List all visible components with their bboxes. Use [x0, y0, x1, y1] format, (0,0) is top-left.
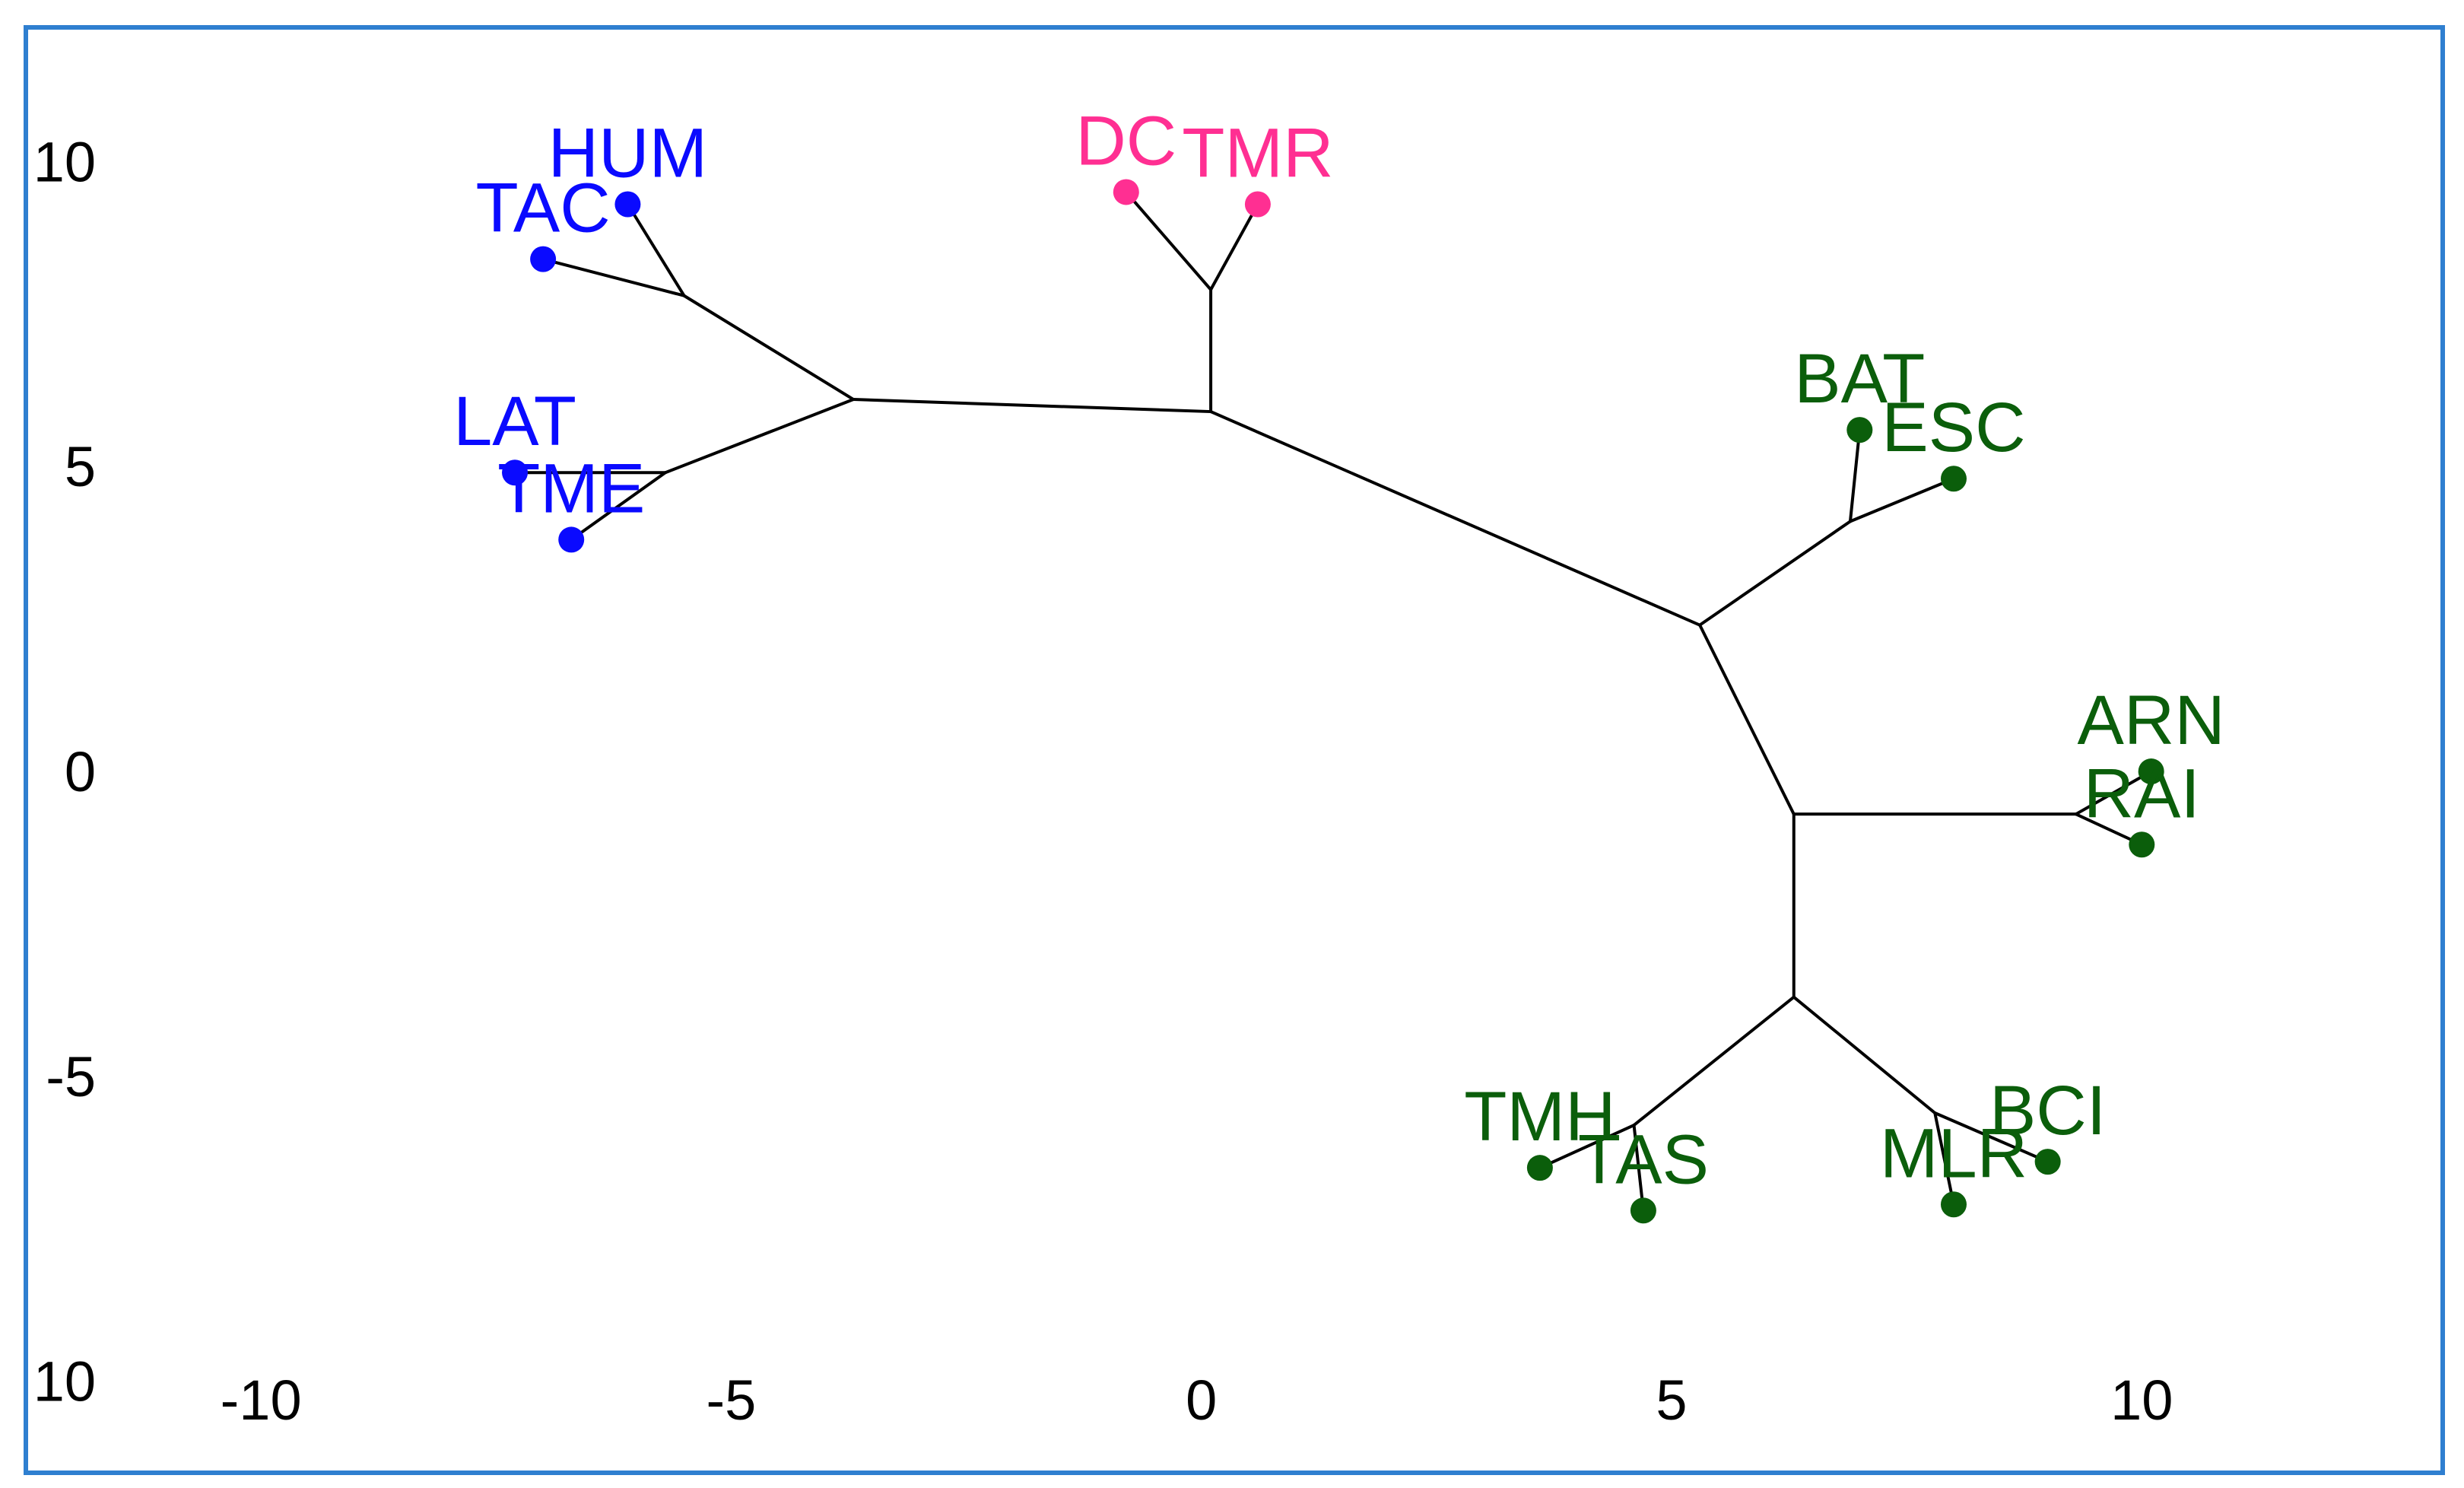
edge-n_arn_rai-ARN: [2074, 770, 2153, 816]
edge-n_hum_tac-HUM: [626, 202, 686, 297]
leaf-point-tme: [558, 526, 585, 553]
plot-frame: [24, 25, 2445, 1475]
leaf-label-arn: ARN: [2078, 682, 2225, 759]
y-tick-label: -5: [46, 1045, 96, 1108]
leaf-label-bat: BAT: [1794, 340, 1925, 418]
edge-n_center-n_right: [1209, 410, 1702, 627]
leaf-point-mlr: [1940, 1191, 1967, 1218]
y-tick-label: 10: [33, 1350, 96, 1413]
leaf-point-esc: [1940, 466, 1967, 492]
edge-n_blue-n_center: [852, 398, 1213, 414]
leaf-label-mlr: MLR: [1880, 1114, 2027, 1192]
leaf-label-dc: DC: [1075, 102, 1176, 180]
x-tick-label: -5: [706, 1369, 757, 1432]
y-tick-label: 0: [65, 740, 96, 803]
edge-n_tmh_tas-TMH: [1538, 1124, 1636, 1170]
leaf-point-tac: [530, 246, 557, 272]
leaf-point-tmr: [1244, 191, 1271, 218]
leaf-point-lat: [502, 459, 529, 486]
edge-n_pink-TMR: [1209, 202, 1259, 291]
leaf-point-arn: [2138, 758, 2164, 785]
leaf-point-bat: [1846, 417, 1873, 444]
leaf-label-hum: HUM: [548, 114, 708, 192]
leaf-label-bci: BCI: [1989, 1072, 2106, 1149]
edge-n_bat_esc-ESC: [1848, 477, 1955, 523]
x-tick-label: 5: [1656, 1369, 1687, 1432]
leaf-label-tac: TAC: [476, 170, 611, 247]
x-tick-label: 0: [1186, 1369, 1217, 1432]
tree-edges: [513, 190, 2153, 1213]
y-tick-label: 10: [33, 130, 96, 193]
edge-n_blue-n_hum_tac: [682, 294, 856, 402]
x-tick-label: -10: [221, 1369, 302, 1432]
edge-n_mlr_bci-MLR: [1933, 1111, 1955, 1207]
leaf-label-tmr: TMR: [1182, 114, 1333, 192]
edge-n_bat_esc-BAT: [1848, 428, 1862, 523]
edge-n_bottom-n_tmh_tas: [1632, 995, 1796, 1127]
leaf-point-dc: [1113, 179, 1139, 205]
edge-n_right-n_bat_esc: [1698, 520, 1852, 627]
leaf-label-esc: ESC: [1881, 389, 2025, 466]
edge-n_tmh_tas-TAS: [1632, 1124, 1645, 1213]
edge-n_hum_tac-TAC: [541, 257, 686, 297]
leaf-label-tmh: TMH: [1464, 1078, 1615, 1156]
y-axis-ticks: 10 5 0 -5 10: [33, 130, 96, 1413]
leaf-label-rai: RAI: [2084, 755, 2200, 832]
edge-n_right-n_lower: [1698, 623, 1796, 816]
leaf-label-lat: LAT: [453, 383, 576, 460]
leaf-label-tme: TME: [497, 450, 645, 527]
edge-n_bottom-n_mlr_bci: [1792, 995, 1937, 1115]
edge-n_lat_tme-TME: [570, 471, 667, 542]
leaf-point-tmh: [1526, 1155, 1553, 1181]
edge-n_blue-n_lat_tme: [663, 398, 856, 475]
leaf-point-rai: [2129, 831, 2155, 858]
leaf-point-bci: [2034, 1149, 2061, 1175]
leaf-point-tas: [1630, 1197, 1656, 1224]
x-tick-label: 10: [2110, 1369, 2173, 1432]
x-axis-ticks: -10 -5 0 5 10: [221, 1369, 2173, 1432]
y-tick-label: 5: [65, 435, 96, 498]
edge-n_mlr_bci-BCI: [1933, 1111, 2050, 1164]
edge-n_pink-DC: [1124, 190, 1213, 291]
leaf-label-tas: TAS: [1578, 1121, 1709, 1198]
leaf-points: [502, 179, 2164, 1224]
leaf-point-hum: [614, 191, 641, 218]
